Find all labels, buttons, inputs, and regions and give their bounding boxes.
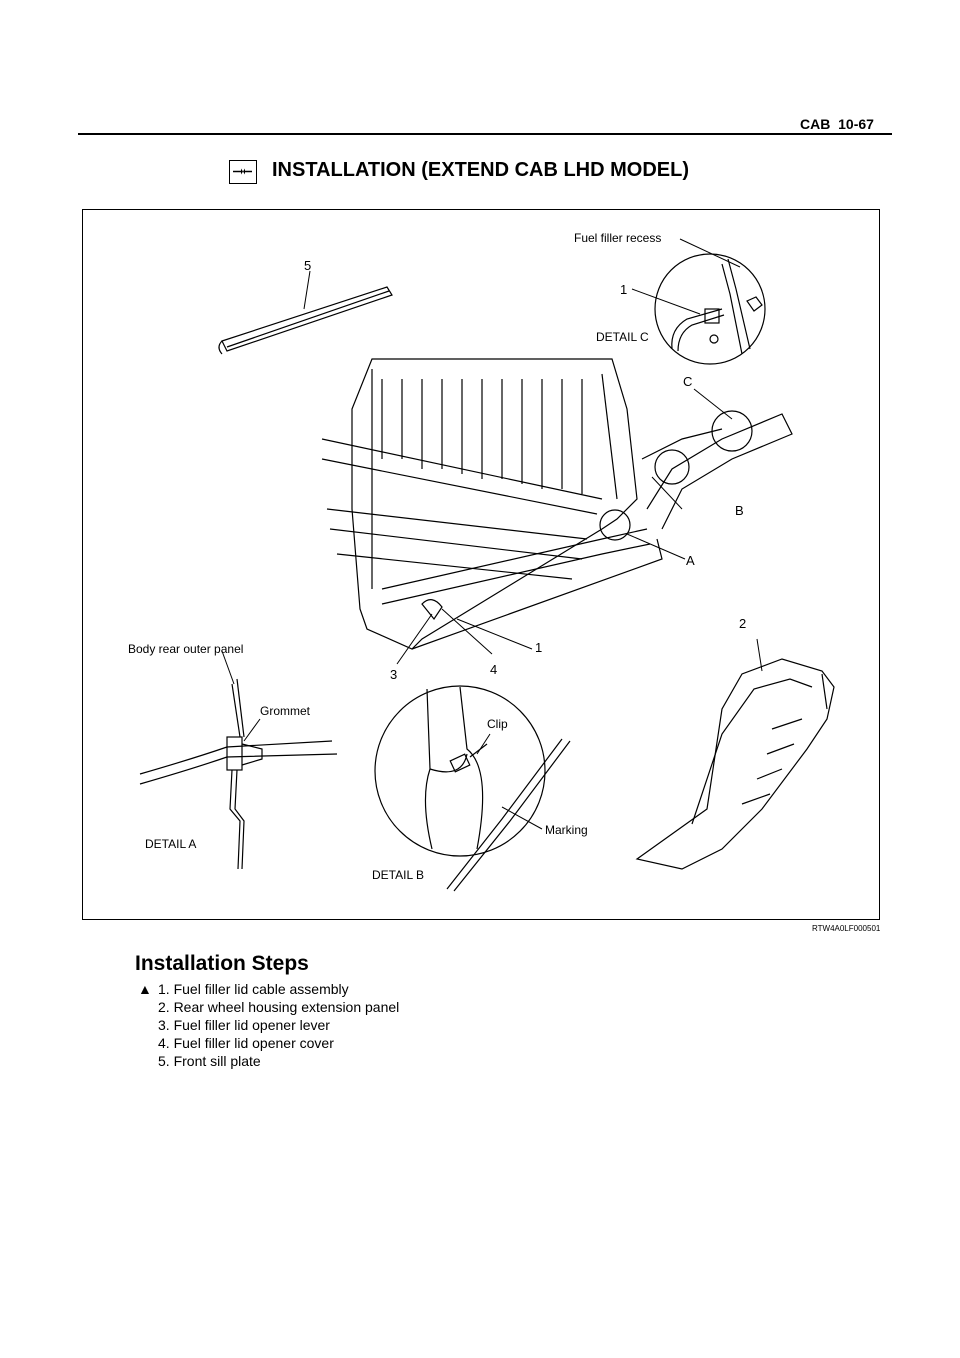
label-body-rear-outer-panel: Body rear outer panel	[128, 642, 243, 656]
figure-frame	[82, 209, 880, 920]
truck-bed-drawing	[321, 358, 793, 650]
triangle-marker-icon: ▲	[138, 981, 152, 997]
step-item: 2. Rear wheel housing extension panel	[138, 998, 399, 1016]
callout-b: B	[735, 503, 744, 518]
front-sill-plate-drawing	[218, 286, 393, 355]
detail-a-drawing	[139, 678, 338, 870]
page-header: CAB 10-67	[800, 116, 874, 132]
callout-1-detail: 1	[620, 282, 627, 297]
step-item: 5. Front sill plate	[138, 1052, 399, 1070]
callout-a: A	[686, 553, 695, 568]
label-grommet: Grommet	[260, 704, 311, 718]
leader-lines	[221, 238, 763, 830]
label-detail-a: DETAIL A	[145, 837, 196, 851]
figure-code: RTW4A0LF000501	[812, 924, 881, 933]
callout-4: 4	[490, 662, 497, 677]
step-item: 4. Fuel filler lid opener cover	[138, 1034, 399, 1052]
installation-diagram: Fuel filler recess 5 1 DETAIL C C B A 2 …	[128, 231, 835, 892]
wheel-housing-drawing	[635, 658, 835, 870]
page-title: INSTALLATION (EXTEND CAB LHD MODEL)	[272, 159, 690, 181]
label-fuel-filler-recess: Fuel filler recess	[574, 231, 661, 245]
step-text: 5. Front sill plate	[158, 1053, 261, 1069]
steps-heading: Installation Steps	[135, 952, 309, 975]
label-marking: Marking	[545, 823, 588, 837]
label-clip: Clip	[487, 717, 508, 731]
step-text: 3. Fuel filler lid opener lever	[158, 1017, 330, 1033]
callout-3: 3	[390, 667, 397, 682]
step-item: ▲ 1. Fuel filler lid cable assembly	[138, 980, 399, 998]
installation-arrows-icon	[229, 160, 257, 184]
step-text: 4. Fuel filler lid opener cover	[158, 1035, 334, 1051]
section-name: CAB	[800, 116, 831, 132]
step-item: 3. Fuel filler lid opener lever	[138, 1016, 399, 1034]
callout-5: 5	[304, 258, 311, 273]
step-text: 1. Fuel filler lid cable assembly	[158, 981, 349, 997]
steps-list: ▲ 1. Fuel filler lid cable assembly 2. Re…	[138, 980, 399, 1070]
callout-c: C	[683, 374, 692, 389]
detail-b-drawing	[374, 685, 571, 892]
callout-1-main: 1	[535, 640, 542, 655]
callout-2: 2	[739, 616, 746, 631]
label-detail-c: DETAIL C	[596, 330, 649, 344]
step-text: 2. Rear wheel housing extension panel	[158, 999, 400, 1015]
page-number: 10-67	[838, 116, 874, 132]
detail-c-drawing	[654, 253, 766, 365]
label-detail-b: DETAIL B	[372, 868, 424, 882]
header-rule	[78, 133, 892, 135]
